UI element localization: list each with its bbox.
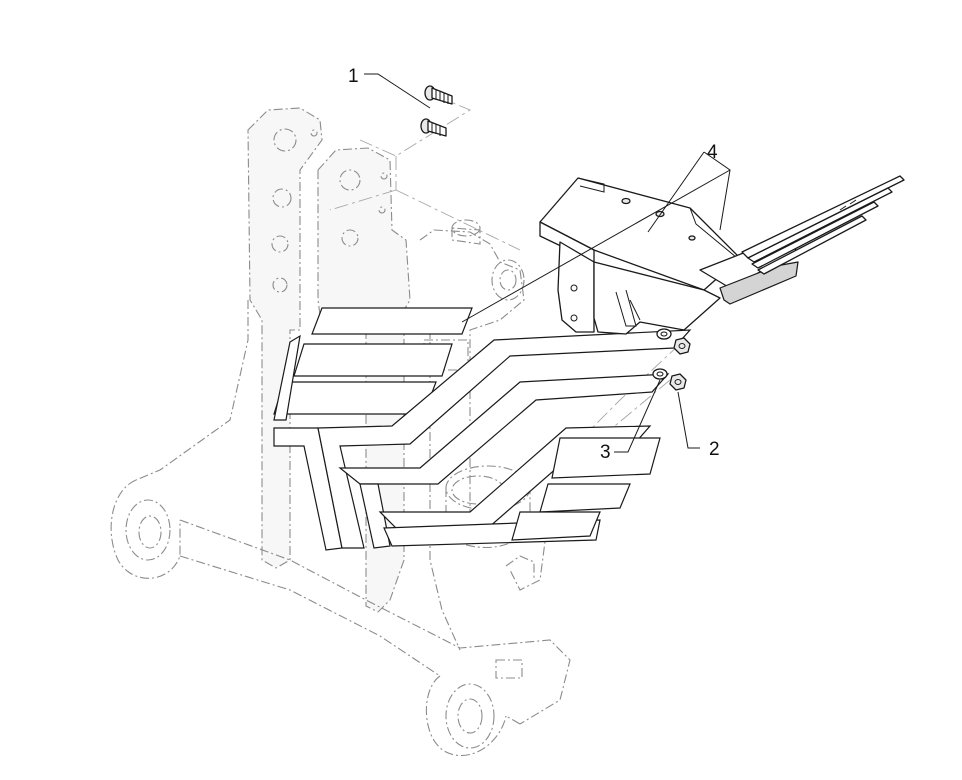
trim-shields [273,307,692,551]
phantom-mounting-frame [110,95,681,757]
bolt-pair-part-1 [420,85,453,137]
callout-2: 2 [709,439,720,460]
callout-1: 1 [348,66,359,87]
nuts-and-washers-parts-2-3 [652,328,691,391]
guard-bracket-part-4 [539,175,905,335]
callout-3: 3 [600,442,611,463]
leader-lines [364,73,731,453]
callout-4: 4 [707,142,718,163]
